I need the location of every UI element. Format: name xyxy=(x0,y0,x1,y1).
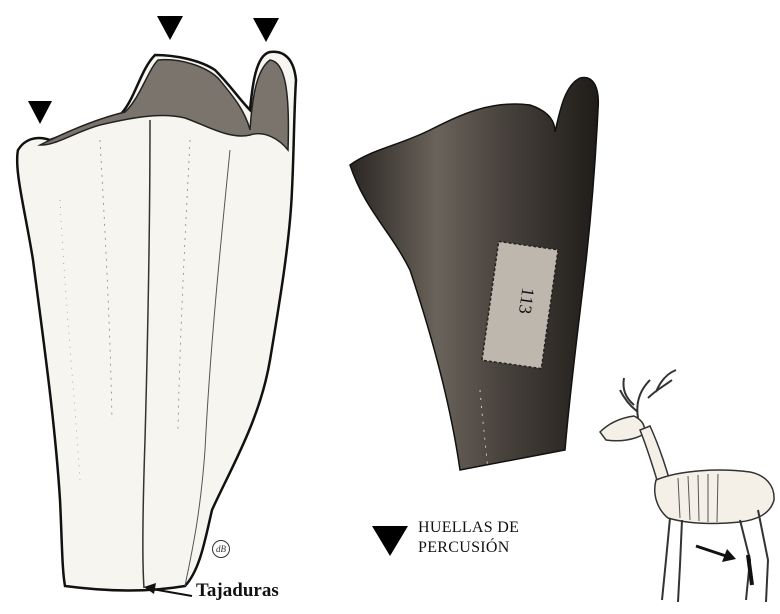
bone-drawing-svg xyxy=(0,0,320,609)
artist-signature: dB xyxy=(212,540,230,558)
triangle-marker-icon xyxy=(370,524,410,558)
percussion-marker-icon xyxy=(28,101,52,124)
legend-line-2: PERCUSIÓN xyxy=(418,538,519,558)
catalogue-number: 113 xyxy=(515,286,538,315)
photographed-bone xyxy=(350,77,598,470)
legend-label: HUELLAS DE PERCUSIÓN xyxy=(418,518,519,558)
percussion-marker-icon xyxy=(157,16,183,40)
tajaduras-caption: Tajaduras xyxy=(196,580,279,602)
bone-photo: 113 xyxy=(330,70,610,490)
deer-skeleton-icon xyxy=(590,360,780,609)
legend-line-1: HUELLAS DE xyxy=(418,518,519,538)
percussion-marker-icon xyxy=(253,18,279,42)
bone-drawing: dB Tajaduras xyxy=(0,0,320,609)
deer-skeleton xyxy=(590,360,780,609)
legend: HUELLAS DE PERCUSIÓN xyxy=(370,510,590,580)
bone-photo-svg: 113 xyxy=(330,70,610,490)
